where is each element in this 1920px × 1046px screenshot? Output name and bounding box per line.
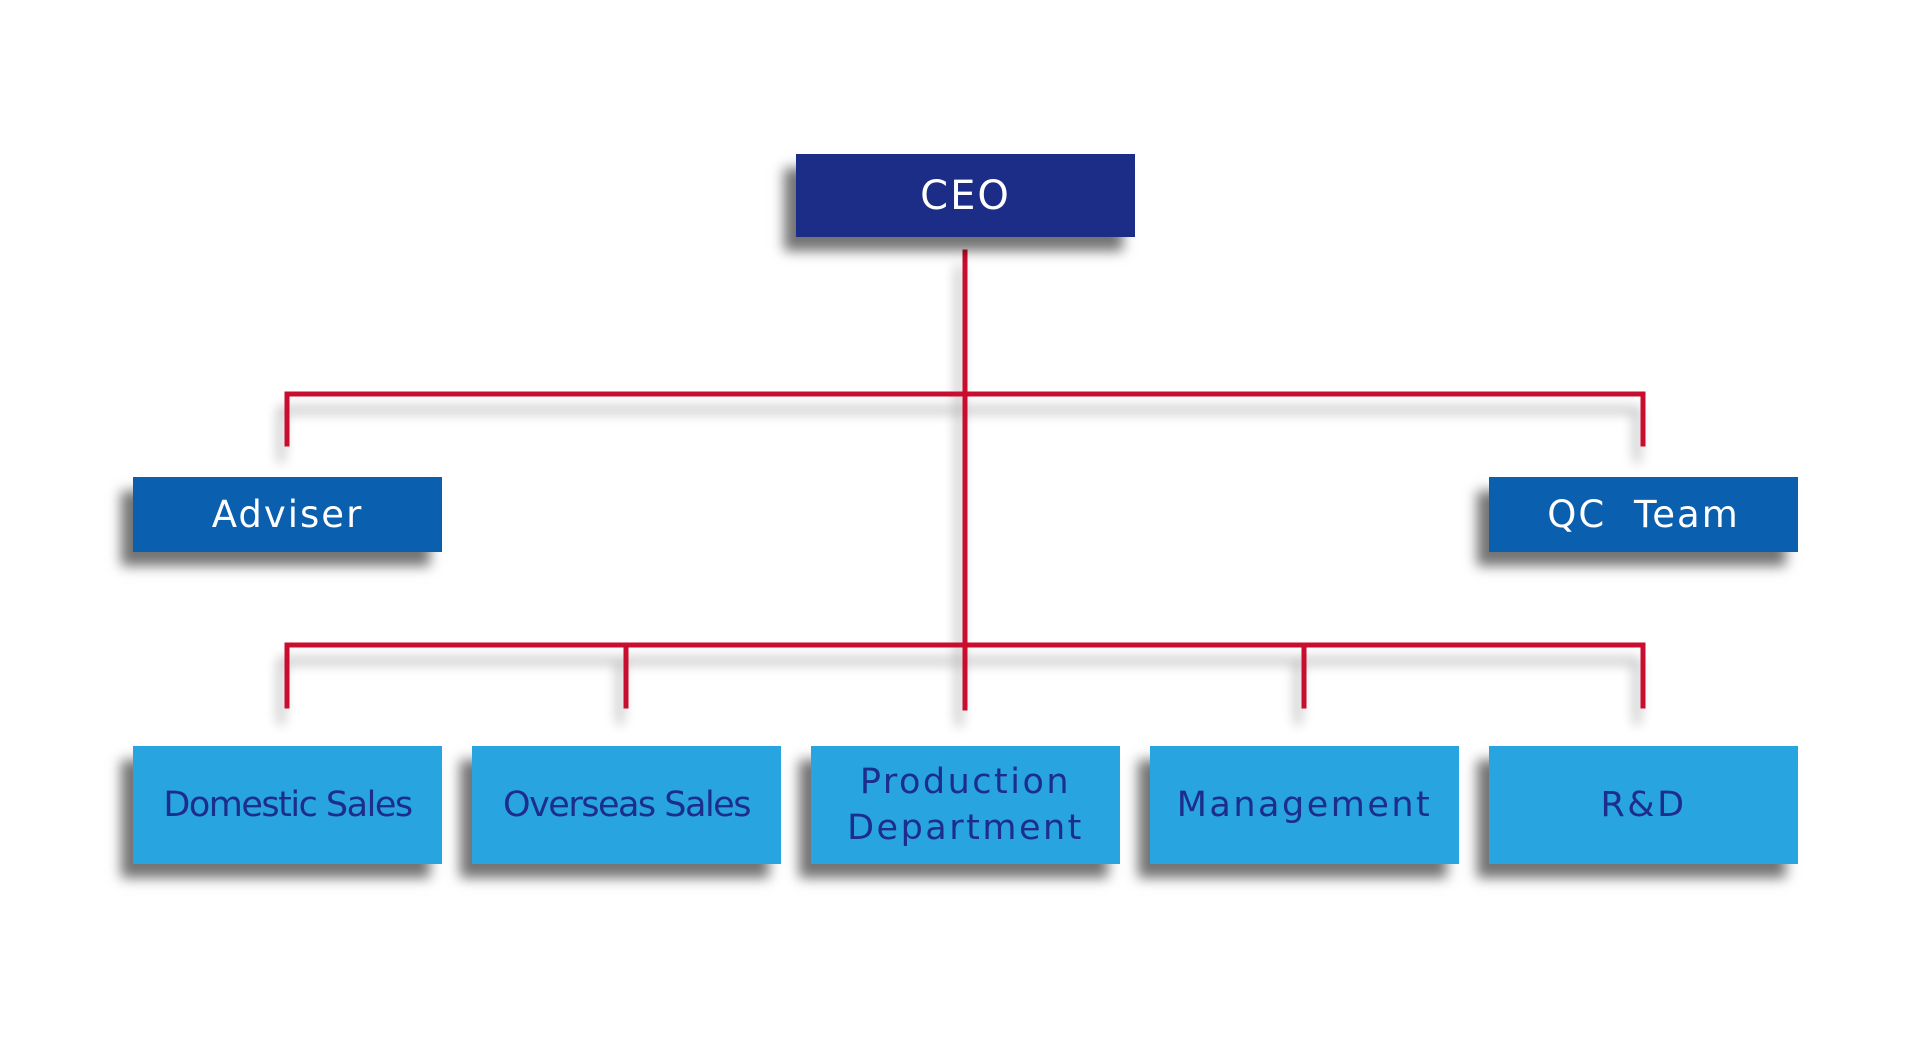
rnd-label: R&D — [1600, 785, 1687, 825]
overseas-sales-box: Overseas Sales — [472, 746, 781, 864]
qc-team-box: QC Team — [1489, 477, 1798, 552]
qc-team-label: QC Team — [1547, 493, 1740, 536]
domestic-sales-label: Domestic Sales — [163, 785, 413, 825]
production-department-box: Production Department — [811, 746, 1120, 864]
adviser-label: Adviser — [211, 493, 364, 536]
ceo-box: CEO — [796, 154, 1135, 237]
management-box: Management — [1150, 746, 1459, 864]
domestic-sales-box: Domestic Sales — [133, 746, 442, 864]
overseas-sales-label: Overseas Sales — [503, 785, 751, 825]
adviser-box: Adviser — [133, 477, 442, 552]
management-label: Management — [1176, 785, 1433, 825]
ceo-label: CEO — [920, 172, 1011, 219]
production-department-label: Production Department — [847, 762, 1084, 848]
rnd-box: R&D — [1489, 746, 1798, 864]
